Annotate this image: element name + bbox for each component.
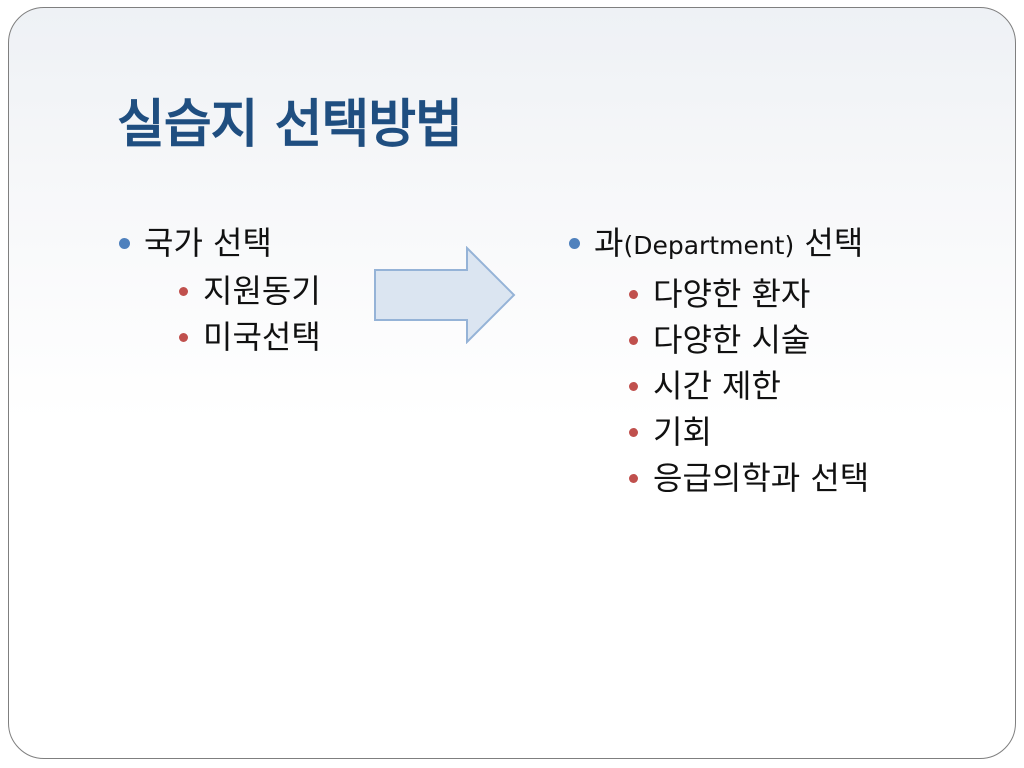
right-sub-item: 응급의학과 선택: [629, 455, 989, 501]
right-sub-item: 시간 제한: [629, 363, 989, 409]
left-heading-text: 국가 선택: [144, 224, 272, 262]
left-sub-list: 지원동기 미국선택: [144, 268, 369, 360]
right-heading-en: (Department): [623, 231, 795, 260]
left-heading-bullet: 국가 선택 지원동기 미국선택: [119, 220, 369, 360]
right-heading-suffix: 선택: [804, 224, 864, 262]
arrow-shape: [374, 246, 516, 344]
right-heading-ko: 과: [594, 224, 624, 262]
left-sub-item: 지원동기: [179, 268, 369, 314]
right-heading-bullet: 과(Department) 선택 다양한 환자 다양한 시술 시간 제한 기회 …: [569, 220, 989, 501]
right-bullet-list: 과(Department) 선택 다양한 환자 다양한 시술 시간 제한 기회 …: [569, 220, 989, 501]
left-bullet-list: 국가 선택 지원동기 미국선택: [119, 220, 369, 360]
right-sub-item: 다양한 환자: [629, 271, 989, 317]
right-column: 과(Department) 선택 다양한 환자 다양한 시술 시간 제한 기회 …: [569, 220, 989, 501]
left-sub-item: 미국선택: [179, 314, 369, 360]
slide-title: 실습지 선택방법: [117, 95, 463, 155]
right-arrow-icon: [374, 246, 516, 344]
right-sub-item: 기회: [629, 409, 989, 455]
left-column: 국가 선택 지원동기 미국선택: [119, 220, 369, 360]
slide: 실습지 선택방법 국가 선택 지원동기 미국선택 과(Department) 선…: [8, 7, 1016, 759]
right-sub-list: 다양한 환자 다양한 시술 시간 제한 기회 응급의학과 선택: [594, 271, 989, 501]
right-sub-item: 다양한 시술: [629, 317, 989, 363]
